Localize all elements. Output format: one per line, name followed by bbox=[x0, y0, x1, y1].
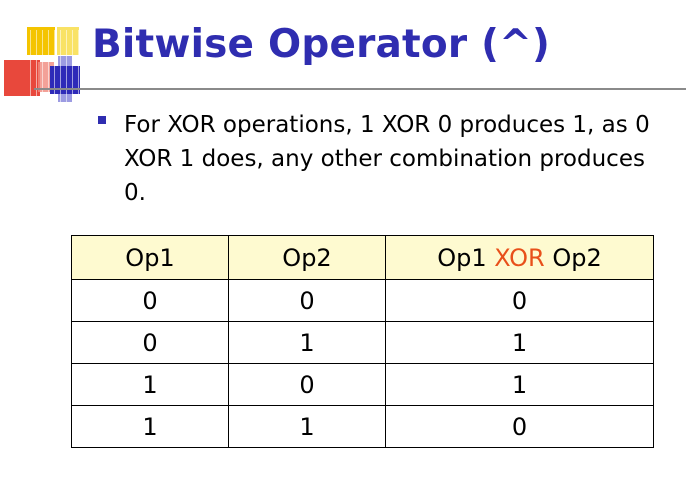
cell-op2: 1 bbox=[228, 405, 386, 448]
bullet-square-icon bbox=[98, 116, 106, 124]
cell-op1: 0 bbox=[71, 279, 229, 322]
table-header-row: Op1 Op2 Op1 XOR Op2 bbox=[71, 235, 654, 280]
cell-result: 0 bbox=[385, 405, 654, 448]
header-op2: Op2 bbox=[228, 235, 386, 280]
title-divider bbox=[34, 88, 686, 90]
cell-op1: 0 bbox=[71, 321, 229, 364]
header-op1: Op1 bbox=[71, 235, 229, 280]
xor-truth-table: Op1 Op2 Op1 XOR Op2 0 0 0 0 1 1 1 0 1 1 … bbox=[71, 235, 654, 448]
cell-result: 1 bbox=[385, 321, 654, 364]
cell-op2: 0 bbox=[228, 279, 386, 322]
bullet-text: For XOR operations, 1 XOR 0 produces 1, … bbox=[124, 112, 650, 206]
header-result: Op1 XOR Op2 bbox=[385, 235, 654, 280]
header-result-left: Op1 bbox=[437, 243, 495, 272]
table-row: 0 1 1 bbox=[71, 321, 654, 364]
slide-title: Bitwise Operator (^) bbox=[92, 22, 551, 67]
header-result-xor: XOR bbox=[494, 243, 545, 272]
table-row: 1 1 0 bbox=[71, 405, 654, 448]
logo-stripes bbox=[30, 30, 90, 105]
cell-op2: 0 bbox=[228, 363, 386, 406]
cell-op1: 1 bbox=[71, 405, 229, 448]
cell-op2: 1 bbox=[228, 321, 386, 364]
cell-result: 1 bbox=[385, 363, 654, 406]
table-row: 1 0 1 bbox=[71, 363, 654, 406]
cell-op1: 1 bbox=[71, 363, 229, 406]
cell-result: 0 bbox=[385, 279, 654, 322]
decorative-logo bbox=[0, 0, 100, 110]
table-row: 0 0 0 bbox=[71, 279, 654, 322]
header-result-right: Op2 bbox=[544, 243, 602, 272]
